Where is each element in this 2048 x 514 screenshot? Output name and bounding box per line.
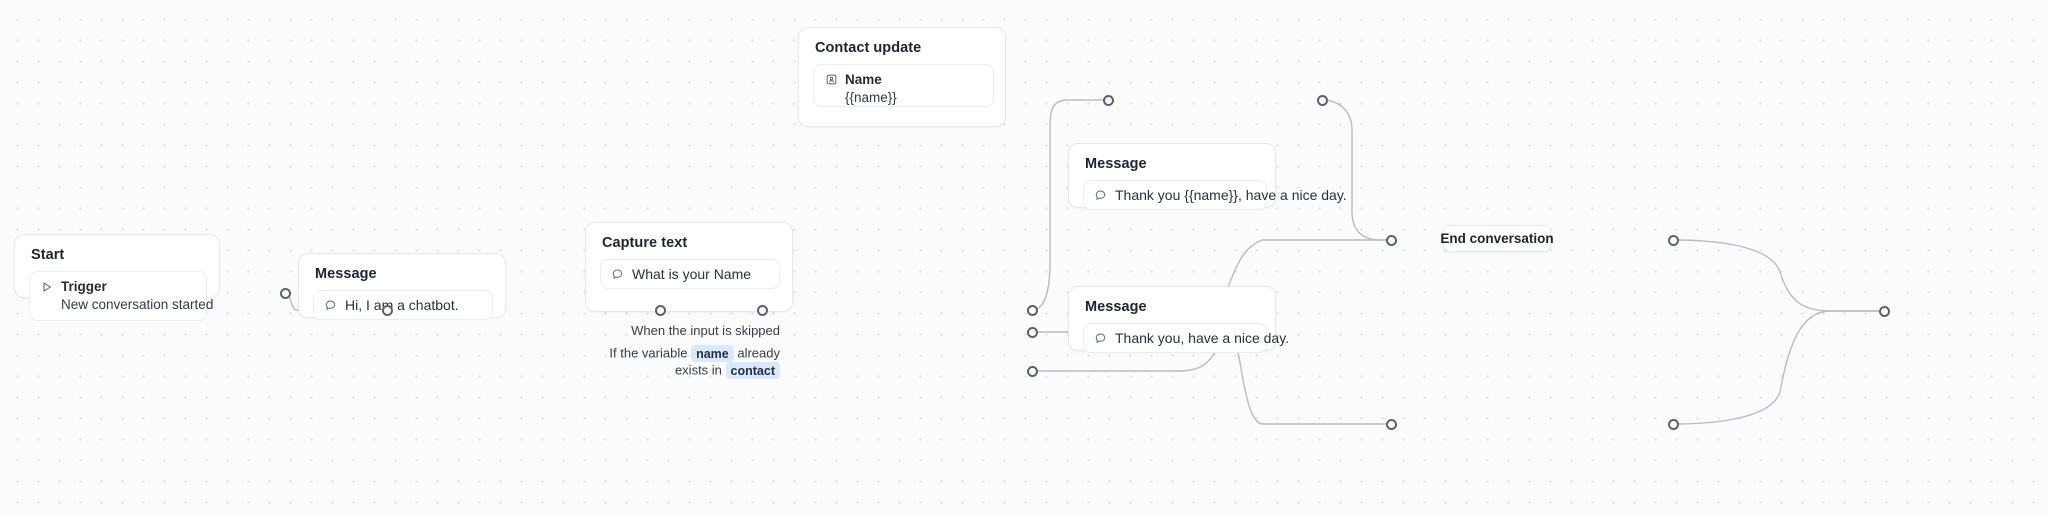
trigger-card[interactable]: Trigger New conversation started bbox=[29, 271, 214, 321]
capture-prompt-text: What is your Name bbox=[632, 266, 752, 282]
port-contact-update-in[interactable] bbox=[1103, 95, 1114, 106]
node-message-1[interactable]: Message Hi, I am a chatbot. bbox=[298, 253, 506, 320]
speech-bubble-icon bbox=[610, 267, 624, 281]
trigger-label: Trigger bbox=[61, 279, 107, 294]
node-message-3-title: Message bbox=[1085, 299, 1147, 315]
port-message-3-in[interactable] bbox=[1386, 419, 1397, 430]
message-1-text: Hi, I am a chatbot. bbox=[345, 297, 459, 313]
message-3-text-card[interactable]: Thank you, have a nice day. bbox=[1083, 323, 1289, 353]
port-contact-update-out[interactable] bbox=[1317, 95, 1328, 106]
speech-bubble-icon bbox=[1093, 188, 1107, 202]
port-capture-out-skipped[interactable] bbox=[1027, 327, 1038, 338]
node-capture-text[interactable]: Capture text What is your Name When the … bbox=[585, 222, 793, 379]
capture-skipped-label: When the input is skipped bbox=[631, 323, 780, 338]
node-contact-update-title: Contact update bbox=[815, 40, 922, 56]
node-capture-text-title: Capture text bbox=[602, 235, 688, 251]
message-2-text-card[interactable]: Thank you {{name}}, have a nice day. bbox=[1083, 180, 1347, 210]
message-3-text: Thank you, have a nice day. bbox=[1115, 330, 1290, 346]
port-message-2-out[interactable] bbox=[1668, 235, 1679, 246]
trigger-subtitle: New conversation started bbox=[61, 297, 214, 312]
edge-message3-to-end bbox=[1672, 310, 1885, 425]
edge-message2-to-end bbox=[1672, 239, 1885, 312]
node-message-1-title: Message bbox=[315, 266, 377, 282]
contact-field-value: {{name}} bbox=[845, 90, 897, 105]
port-capture-out-main[interactable] bbox=[1027, 305, 1038, 316]
port-message-1-out[interactable] bbox=[655, 305, 666, 316]
port-message-2-in[interactable] bbox=[1386, 235, 1397, 246]
port-capture-out-exists[interactable] bbox=[1027, 366, 1038, 377]
capture-exists-label: If the variable name already exists in c… bbox=[594, 345, 780, 379]
node-end-conversation[interactable]: End conversation bbox=[1440, 225, 1554, 252]
node-message-2-title: Message bbox=[1085, 156, 1147, 172]
end-conversation-label: End conversation bbox=[1440, 231, 1554, 246]
port-start-out[interactable] bbox=[280, 288, 291, 299]
node-start[interactable]: Start Trigger New conversation started bbox=[14, 234, 220, 321]
capture-variable-chip[interactable]: name bbox=[691, 345, 734, 362]
contact-field-label: Name bbox=[845, 72, 882, 87]
node-message-3[interactable]: Message Thank you, have a nice day. bbox=[1068, 286, 1289, 353]
port-end-conversation-in[interactable] bbox=[1879, 306, 1890, 317]
contact-field-card[interactable]: Name {{name}} bbox=[813, 64, 994, 107]
message-1-text-card[interactable]: Hi, I am a chatbot. bbox=[313, 290, 493, 320]
speech-bubble-icon bbox=[1093, 331, 1107, 345]
capture-exists-prefix: If the variable bbox=[609, 345, 688, 361]
contact-card-icon bbox=[824, 73, 838, 87]
port-capture-in[interactable] bbox=[757, 305, 768, 316]
node-message-2[interactable]: Message Thank you {{name}}, have a nice … bbox=[1068, 143, 1347, 210]
speech-bubble-icon bbox=[323, 298, 337, 312]
play-triangle-icon bbox=[40, 280, 54, 294]
node-contact-update[interactable]: Contact update Name {{name}} bbox=[798, 27, 1006, 127]
capture-exists-middle: already exists in bbox=[674, 345, 780, 378]
node-start-title: Start bbox=[31, 247, 65, 263]
capture-prompt-card[interactable]: What is your Name bbox=[600, 259, 780, 289]
message-2-text: Thank you {{name}}, have a nice day. bbox=[1115, 187, 1347, 203]
capture-target-chip[interactable]: contact bbox=[725, 362, 780, 379]
port-message-1-in[interactable] bbox=[382, 305, 393, 316]
port-message-3-out[interactable] bbox=[1668, 419, 1679, 430]
edge-contact-to-message2 bbox=[1321, 99, 1392, 241]
